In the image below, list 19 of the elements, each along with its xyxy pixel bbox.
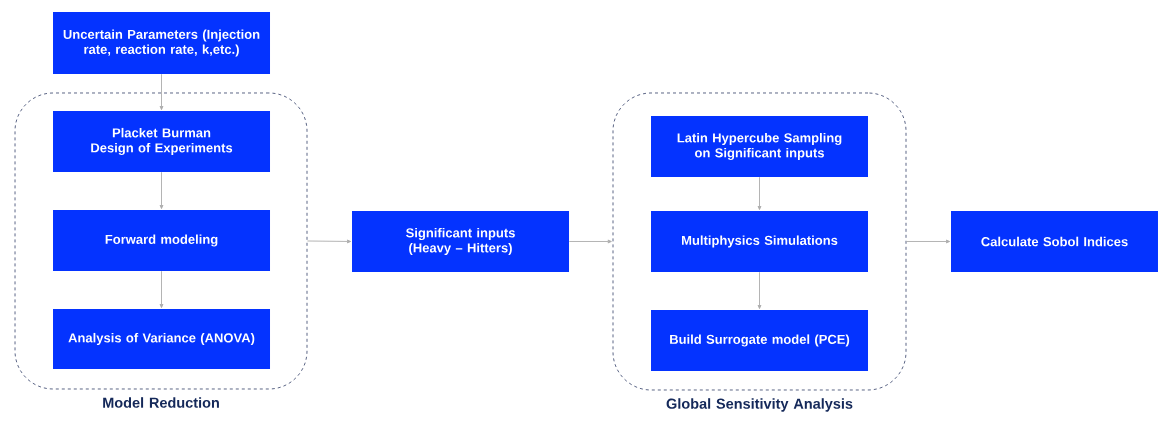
group-title: Global Sensitivity Analysis [666, 398, 853, 412]
arrow [159, 73, 164, 111]
process-box: Significant inputs (Heavy – Hitters) [352, 211, 569, 272]
process-box: Analysis of Variance (ANOVA) [53, 309, 270, 369]
arrow [906, 239, 951, 244]
process-box: Calculate Sobol Indices [951, 211, 1158, 272]
arrow [159, 171, 164, 210]
arrow [757, 271, 762, 310]
process-box: Multiphysics Simulations [651, 211, 868, 272]
process-box: Uncertain Parameters (Injection rate, reaction rate, k,etc.) [53, 12, 270, 74]
process-box: Latin Hypercube Sampling on Significant inputs [651, 116, 868, 177]
arrow [307, 239, 352, 244]
arrow [568, 239, 612, 244]
process-box: Forward modeling [53, 210, 270, 271]
process-box: Placket Burman Design of Experiments [53, 111, 270, 172]
arrow [757, 176, 762, 211]
group-title: Model Reduction [103, 397, 219, 408]
process-box: Build Surrogate model (PCE) [651, 310, 868, 371]
arrow [159, 270, 164, 309]
